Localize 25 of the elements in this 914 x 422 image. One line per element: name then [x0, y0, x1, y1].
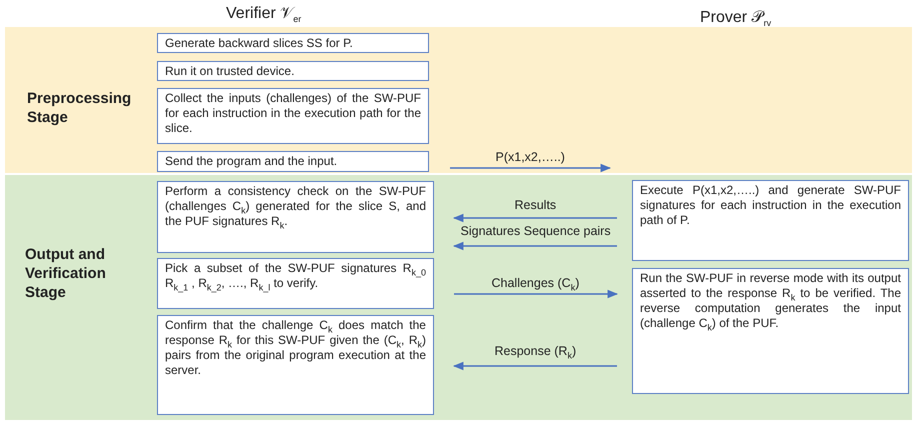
process-box: Run it on trusted device.: [157, 61, 429, 81]
column-heading: Verifier 𝒱$_{er}$: [226, 4, 302, 23]
process-box: Confirm that the challenge C$_{k}$ does match the response R$_{k}$ for this SW-PUF given the (C$_{k}$, R$_{k}$) pairs from the original program execution at the server.: [157, 315, 434, 415]
stage-band: [5, 175, 912, 420]
edge-label: Response (R$_{k}$): [494, 344, 576, 358]
edge-label: Results: [514, 198, 556, 212]
arrow: [452, 242, 617, 250]
process-box: Perform a consistency check on the SW-PUF (challenges C$_{k}$) generated for the slice S, and the PUF signatures R$_{k}$.: [157, 181, 434, 253]
process-box: Send the program and the input.: [157, 151, 429, 172]
process-box: Execute P(x1,x2,…..) and generate SW-PUF signatures for each instruction in the execution path of P.: [632, 180, 909, 261]
edge-label: Challenges (C$_{k}$): [492, 276, 580, 290]
process-box: Run the SW-PUF in reverse mode with its output asserted to the response R$_{k}$ to be verified. The reverse computation generates the input (challenge C$_{k}$) of the PUF.: [632, 268, 909, 394]
arrow: [452, 362, 617, 370]
arrow: [452, 214, 617, 222]
stage-title: Output and Verification Stage: [25, 245, 107, 302]
edge-label: Signatures Sequence pairs: [460, 224, 611, 238]
stage-band: [5, 27, 912, 173]
process-box: Pick a subset of the SW-PUF signatures R$_{k_0}$ R$_{k_1}$ , R$_{k_2}$, …., R$_{k_l}$ to verify.: [157, 258, 434, 309]
process-box: Collect the inputs (challenges) of the SW-PUF for each instruction in the execution path for the slice.: [157, 88, 429, 144]
edge-label: P(x1,x2,…..): [496, 150, 565, 164]
stage-title: Preprocessing Stage: [27, 89, 132, 127]
arrow: [450, 164, 612, 172]
column-heading: Prover 𝒫$_{rv}$: [700, 8, 772, 27]
process-box: Generate backward slices SS for P.: [157, 33, 429, 53]
arrow: [454, 290, 618, 298]
